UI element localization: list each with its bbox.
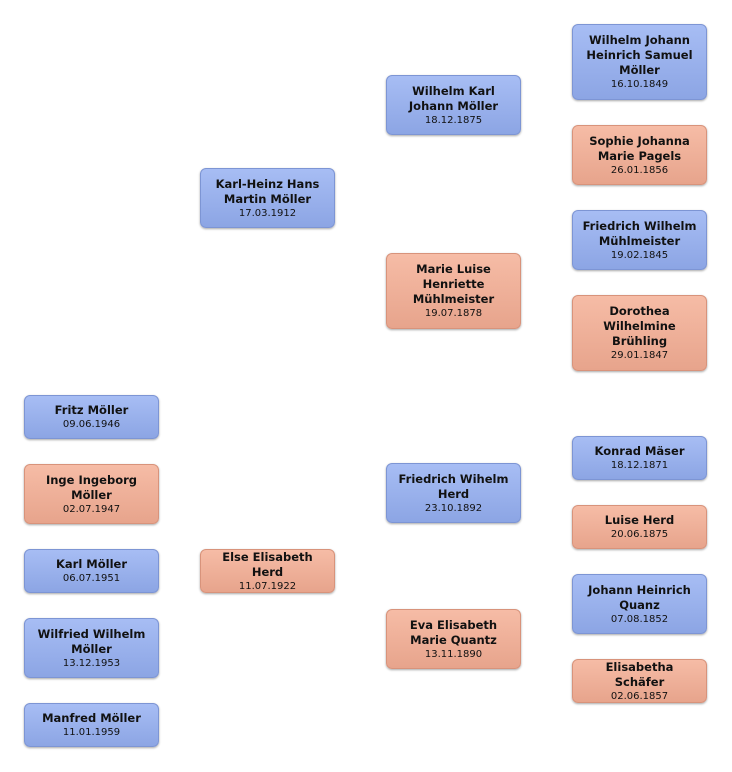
person-card-friedrich-muehlmeister[interactable]: Friedrich Wilhelm Mühlmeister 19.02.1845 (572, 210, 707, 270)
person-card-karlheinz[interactable]: Karl-Heinz Hans Martin Möller 17.03.1912 (200, 168, 335, 228)
person-name: Friedrich Wihelm Herd (398, 471, 509, 501)
person-card-konrad[interactable]: Konrad Mäser 18.12.1871 (572, 436, 707, 480)
person-card-elisabetha[interactable]: Elisabetha Schäfer 02.06.1857 (572, 659, 707, 703)
person-name: Friedrich Wilhelm Mühlmeister (582, 218, 697, 248)
person-name: Wilfried Wilhelm Möller (37, 626, 146, 656)
person-name: Manfred Möller (42, 711, 141, 725)
person-card-wilhelm-karl[interactable]: Wilhelm Karl Johann Möller 18.12.1875 (386, 75, 521, 135)
person-card-else[interactable]: Else Elisabeth Herd 11.07.1922 (200, 549, 335, 593)
person-card-johann-quanz[interactable]: Johann Heinrich Quanz 07.08.1852 (572, 574, 707, 634)
person-date: 20.06.1875 (610, 529, 669, 540)
person-date: 13.12.1953 (62, 657, 121, 669)
person-name: Luise Herd (604, 513, 675, 527)
person-name: Elisabetha Schäfer (605, 659, 674, 689)
person-date: 16.10.1849 (610, 79, 669, 90)
person-name: Wilhelm Karl Johann Möller (408, 83, 499, 113)
person-card-fritz[interactable]: Fritz Möller 09.06.1946 (24, 395, 159, 439)
person-name: Konrad Mäser (594, 444, 685, 458)
person-card-inge[interactable]: Inge Ingeborg Möller 02.07.1947 (24, 464, 159, 524)
person-name: Inge Ingeborg Möller (45, 472, 138, 502)
person-card-wilhelm-johann[interactable]: Wilhelm Johann Heinrich Samuel Möller 16… (572, 24, 707, 100)
person-name: Karl-Heinz Hans Martin Möller (215, 176, 320, 206)
person-date: 11.07.1922 (238, 580, 297, 592)
person-date: 18.12.1875 (424, 114, 483, 126)
person-date: 26.01.1856 (610, 164, 669, 176)
person-name: Dorothea Wilhelmine Brühling (603, 304, 676, 348)
person-name: Wilhelm Johann Heinrich Samuel Möller (586, 33, 693, 77)
person-card-dorothea[interactable]: Dorothea Wilhelmine Brühling 29.01.1847 (572, 295, 707, 371)
person-date: 29.01.1847 (610, 350, 669, 361)
person-name: Johann Heinrich Quanz (588, 582, 691, 612)
person-card-marie-luise[interactable]: Marie Luise Henriette Mühlmeister 19.07.… (386, 253, 521, 329)
person-card-wilfried[interactable]: Wilfried Wilhelm Möller 13.12.1953 (24, 618, 159, 678)
person-date: 17.03.1912 (238, 207, 297, 219)
person-card-friedrich-herd[interactable]: Friedrich Wihelm Herd 23.10.1892 (386, 463, 521, 523)
person-name: Fritz Möller (54, 403, 129, 417)
person-date: 02.06.1857 (610, 690, 669, 702)
person-name: Sophie Johanna Marie Pagels (589, 133, 690, 163)
person-name: Karl Möller (56, 557, 127, 571)
person-card-manfred[interactable]: Manfred Möller 11.01.1959 (24, 703, 159, 747)
person-date: 23.10.1892 (424, 502, 483, 514)
person-card-luise[interactable]: Luise Herd 20.06.1875 (572, 505, 707, 549)
person-card-sophie[interactable]: Sophie Johanna Marie Pagels 26.01.1856 (572, 125, 707, 185)
person-card-karl[interactable]: Karl Möller 06.07.1951 (24, 549, 159, 593)
person-date: 19.02.1845 (610, 249, 669, 261)
person-name: Else Elisabeth Herd (222, 549, 313, 579)
person-date: 09.06.1946 (62, 419, 121, 430)
person-date: 13.11.1890 (424, 648, 483, 660)
person-card-eva[interactable]: Eva Elisabeth Marie Quantz 13.11.1890 (386, 609, 521, 669)
person-date: 11.01.1959 (62, 727, 121, 738)
person-name: Eva Elisabeth Marie Quantz (409, 617, 498, 647)
person-date: 18.12.1871 (610, 460, 669, 471)
person-name: Marie Luise Henriette Mühlmeister (412, 262, 495, 306)
person-date: 06.07.1951 (62, 573, 121, 584)
person-date: 19.07.1878 (424, 308, 483, 319)
person-date: 07.08.1852 (610, 613, 669, 625)
person-date: 02.07.1947 (62, 503, 121, 515)
